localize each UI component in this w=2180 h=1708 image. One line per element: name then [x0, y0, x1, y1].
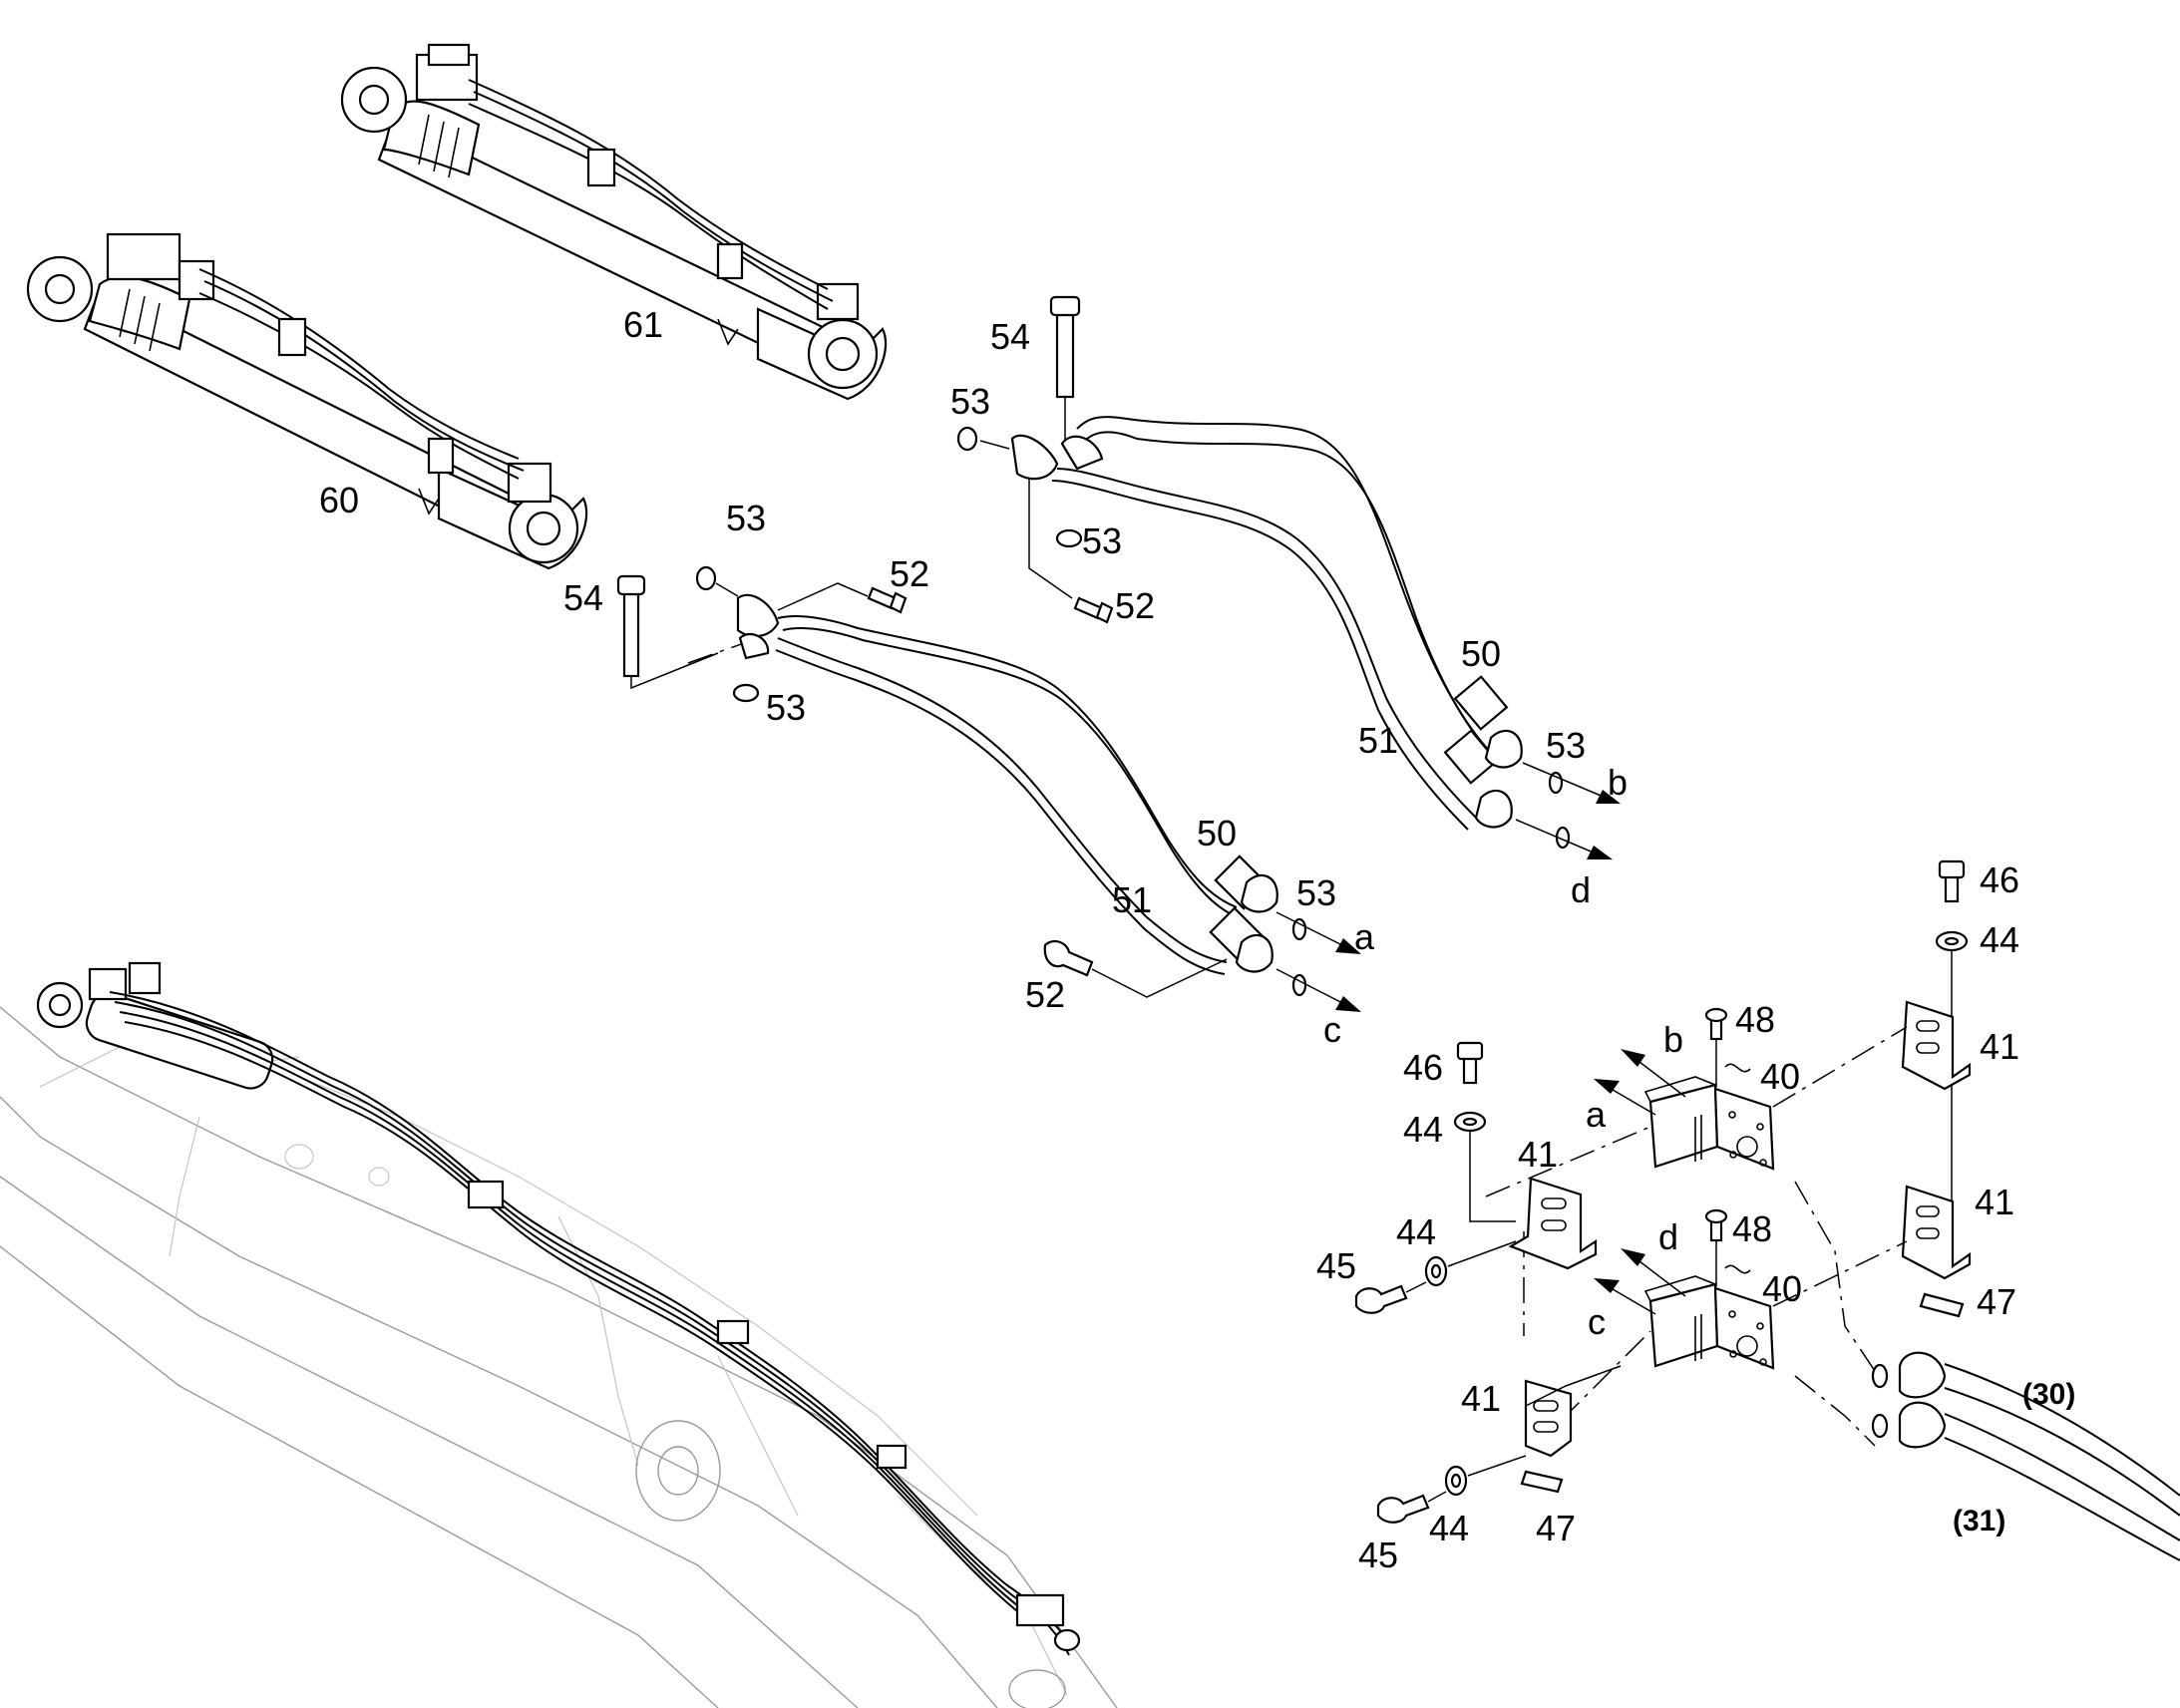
reference-31: (31) — [1953, 1505, 2005, 1537]
callout-40-top: 40 — [1760, 1056, 1800, 1097]
callout-60: 60 — [319, 480, 359, 520]
callout-47-bottom: 47 — [1536, 1508, 1576, 1548]
callout-53-top-left: 53 — [950, 381, 990, 422]
callout-48-top: 48 — [1735, 999, 1775, 1040]
callout-51-top: 51 — [1358, 720, 1398, 761]
callout-44-bottom: 44 — [1429, 1508, 1469, 1548]
hydraulic-cylinder-60 — [26, 232, 588, 570]
callout-a-block: a — [1586, 1094, 1607, 1135]
callout-53-left-bottom: 53 — [766, 687, 806, 728]
callout-d-block: d — [1658, 1216, 1678, 1257]
bracket-and-block-assembly — [1354, 859, 2180, 1561]
callout-53-top-mid: 53 — [1082, 520, 1122, 561]
callout-c-block: c — [1588, 1301, 1606, 1342]
callout-50-top: 50 — [1461, 633, 1501, 674]
callout-a-left: a — [1354, 916, 1375, 957]
callout-41-right-mid: 41 — [1975, 1182, 2014, 1222]
hose-set-upper — [956, 295, 1621, 859]
callout-47-right: 47 — [1977, 1281, 2016, 1322]
callout-44-mid: 44 — [1396, 1211, 1436, 1252]
callout-41-right-top: 41 — [1980, 1026, 2019, 1067]
reference-30: (30) — [2022, 1378, 2075, 1411]
callout-44-right: 44 — [1980, 919, 2019, 960]
callout-51-left: 51 — [1112, 879, 1152, 920]
callout-40-bottom: 40 — [1762, 1268, 1802, 1309]
callout-b-top: b — [1608, 762, 1628, 803]
callout-d-top: d — [1571, 869, 1591, 910]
callout-53-left-right: 53 — [1296, 872, 1336, 913]
callout-41-left: 41 — [1518, 1134, 1558, 1175]
callout-48-bottom: 48 — [1732, 1208, 1772, 1249]
callout-labels: 61 60 54 53 53 52 50 51 53 b d 53 54 52 … — [319, 304, 2075, 1575]
callout-45-mid: 45 — [1316, 1245, 1356, 1286]
callout-45-bottom: 45 — [1358, 1535, 1398, 1575]
callout-50-left: 50 — [1197, 813, 1237, 854]
callout-53-left-top: 53 — [726, 498, 766, 538]
callout-54-top: 54 — [990, 316, 1030, 357]
callout-61: 61 — [623, 304, 663, 345]
hose-set-lower — [616, 565, 1361, 1012]
callout-52-top: 52 — [1115, 585, 1155, 626]
callout-c-left: c — [1323, 1009, 1341, 1050]
callout-44-left: 44 — [1403, 1109, 1443, 1150]
callout-41-bottom: 41 — [1461, 1378, 1501, 1419]
callout-46-right: 46 — [1980, 859, 2019, 900]
callout-52-left-top: 52 — [890, 553, 929, 594]
callout-54-left: 54 — [563, 577, 603, 618]
callout-52-left-bottom: 52 — [1025, 974, 1065, 1015]
hydraulic-cylinder-61 — [340, 43, 888, 401]
callout-53-top-right: 53 — [1546, 725, 1586, 766]
boom-assembly-illustration — [0, 961, 1118, 1708]
callout-b-block: b — [1663, 1019, 1683, 1060]
callout-46-left: 46 — [1403, 1047, 1443, 1088]
